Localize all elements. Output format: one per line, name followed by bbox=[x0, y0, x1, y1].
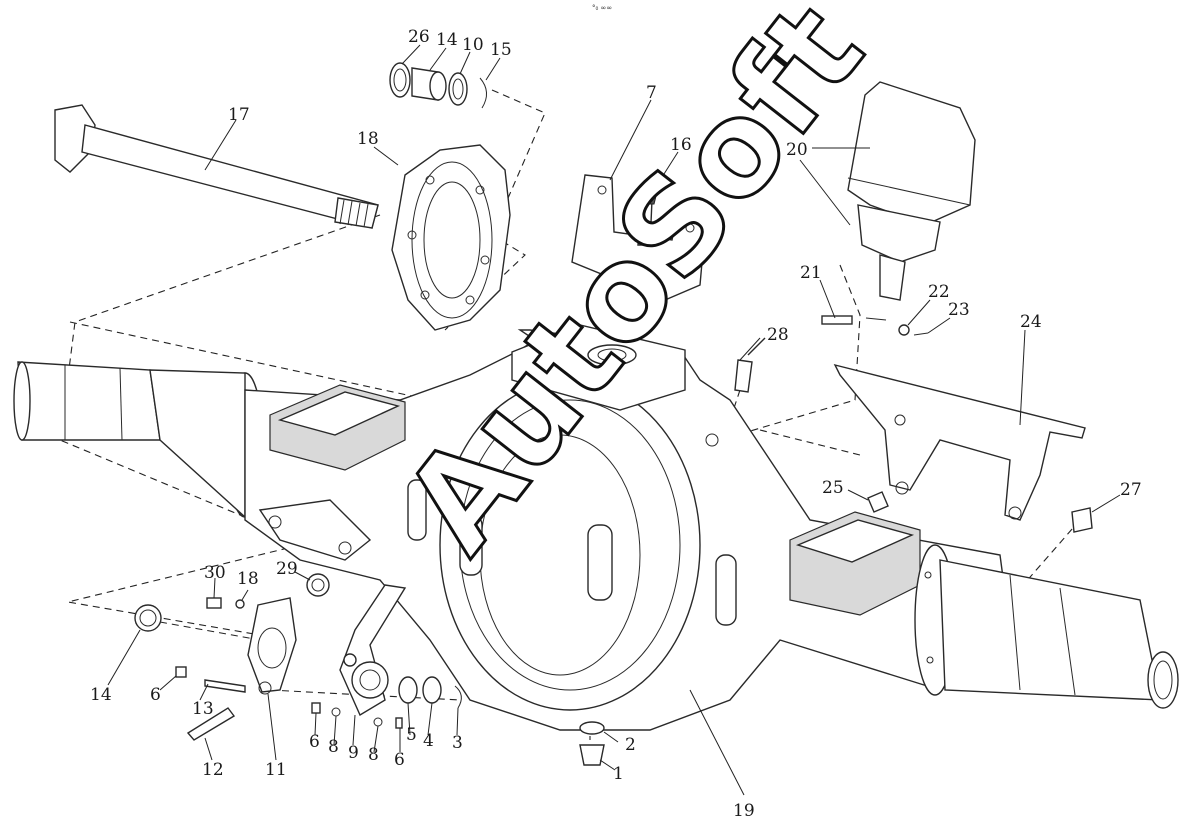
label-9: 9 bbox=[348, 743, 359, 763]
label-6a: 6 bbox=[150, 685, 161, 705]
label-12: 12 bbox=[202, 760, 224, 780]
bolt-25 bbox=[867, 491, 889, 513]
brake-chamber bbox=[821, 81, 976, 336]
label-14b: 14 bbox=[90, 685, 112, 705]
slack-adjuster bbox=[175, 584, 462, 741]
label-1: 1 bbox=[613, 764, 624, 784]
label-6c: 6 bbox=[394, 750, 405, 770]
label-27: 27 bbox=[1120, 480, 1142, 500]
label-22: 22 bbox=[928, 282, 950, 302]
hub-flange bbox=[391, 144, 511, 331]
label-10: 10 bbox=[462, 35, 484, 55]
label-19: 19 bbox=[733, 801, 755, 821]
label-20: 20 bbox=[786, 140, 808, 160]
label-4: 4 bbox=[423, 731, 434, 751]
label-17: 17 bbox=[228, 105, 250, 125]
label-25: 25 bbox=[822, 478, 844, 498]
label-11: 11 bbox=[265, 760, 287, 780]
label-5: 5 bbox=[406, 725, 417, 745]
label-14a: 14 bbox=[436, 30, 458, 50]
label-18a: 18 bbox=[357, 129, 379, 149]
label-8a: 8 bbox=[328, 737, 339, 757]
label-29: 29 bbox=[276, 559, 298, 579]
plate-27 bbox=[1071, 507, 1093, 533]
label-16: 16 bbox=[670, 135, 692, 155]
bearing-seal-stack bbox=[389, 62, 487, 109]
label-6b: 6 bbox=[309, 732, 320, 752]
label-26: 26 bbox=[408, 27, 430, 47]
part-labels: 1 2 3 4 5 6 8 9 8 6 11 12 13 6 14 30 18 … bbox=[90, 27, 1142, 821]
label-3: 3 bbox=[452, 733, 463, 753]
half-shaft bbox=[54, 104, 379, 229]
sensor bbox=[734, 337, 766, 393]
label-28: 28 bbox=[767, 325, 789, 345]
chamber-bracket bbox=[833, 363, 1086, 521]
label-2: 2 bbox=[625, 735, 636, 755]
label-23: 23 bbox=[948, 300, 970, 320]
label-30: 30 bbox=[204, 563, 226, 583]
label-24: 24 bbox=[1020, 312, 1042, 332]
label-8b: 8 bbox=[368, 745, 379, 765]
label-21: 21 bbox=[800, 263, 822, 283]
label-7: 7 bbox=[646, 83, 657, 103]
label-15: 15 bbox=[490, 40, 512, 60]
drain-plug bbox=[579, 721, 605, 766]
label-13: 13 bbox=[192, 699, 214, 719]
camshaft-bracket bbox=[134, 573, 330, 695]
top-mark: °₀ ∞∞ bbox=[592, 4, 612, 12]
axle-bracket bbox=[571, 174, 707, 301]
leader-lines bbox=[107, 44, 1121, 796]
axle-housing bbox=[13, 324, 1179, 731]
label-18b: 18 bbox=[237, 569, 259, 589]
